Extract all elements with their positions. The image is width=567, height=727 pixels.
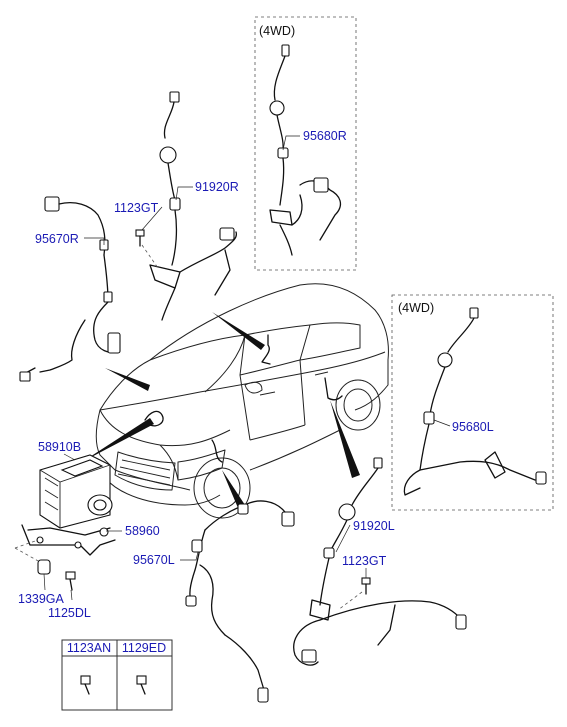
sensor-95680R [269,44,342,256]
sensor-95670R [19,196,121,382]
part-1123GT-top: 1123GT [114,201,159,215]
vehicle-outline [95,283,389,519]
harness-91920R [149,91,238,321]
leader-lines [43,135,451,601]
part-91920L: 91920L [353,519,395,533]
part-95670L: 95670L [133,553,175,567]
part-58960: 58960 [125,524,160,538]
bracket-58960 [14,524,116,563]
part-1339GA: 1339GA [18,592,65,606]
abs-module-58910B [39,454,113,529]
legend-header-1: 1123AN [67,641,111,655]
frame-4wd-top [254,16,357,271]
part-91920R: 91920R [195,180,239,194]
part-58910B: 58910B [38,440,81,454]
part-95670R: 95670R [35,232,79,246]
pointer-arrows [82,312,360,508]
part-95680R: 95680R [303,129,347,143]
screw-icon [80,675,91,695]
harness-on-vehicle [144,334,343,463]
harness-91920L [293,457,467,666]
label-4wd-top: (4WD) [259,24,295,38]
fasteners-1339GA-1125DL [37,559,76,591]
part-1123GT-bottom: 1123GT [342,554,387,568]
part-1125DL: 1125DL [48,606,91,620]
bolt-1123GT-bottom [337,577,371,611]
sensor-95670L [185,500,295,703]
legend-table: 1123AN 1129ED [61,639,173,711]
sensor-95680L [403,307,547,496]
screw-icon [136,675,147,695]
label-4wd-right: (4WD) [398,301,434,315]
frame-4wd-right [391,294,554,511]
bolt-1123GT-top [135,229,159,269]
legend-header-2: 1129ED [122,641,166,655]
part-95680L: 95680L [452,420,494,434]
